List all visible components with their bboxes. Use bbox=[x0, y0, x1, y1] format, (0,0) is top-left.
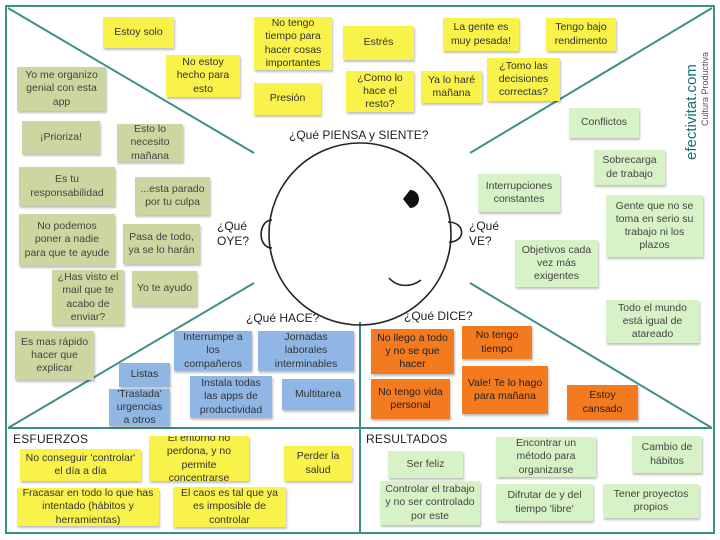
note-hace-2: Jornadas laborales interminables bbox=[258, 331, 354, 371]
note-oye-8: ¿Has visto el mail que te acabo de envia… bbox=[52, 270, 124, 325]
note-oye-9: Yo te ayudo bbox=[132, 271, 197, 306]
label-resultados: RESULTADOS bbox=[366, 432, 448, 446]
note-dice-2: No tengo tiempo bbox=[462, 326, 532, 359]
note-esfuerzo-2: El entorno no perdona, y no permite conc… bbox=[149, 436, 249, 481]
note-dice-5: Estoy cansado bbox=[567, 385, 638, 420]
note-ve-6: Todo el mundo está igual de atareado bbox=[606, 300, 699, 343]
note-oye-3: Esto lo necesito mañana bbox=[117, 124, 183, 162]
note-piensa-2: No tengo tiempo para hacer cosas importa… bbox=[254, 17, 332, 70]
note-oye-1: Yo me organizo genial con esta app bbox=[17, 67, 106, 111]
note-oye-2: ¡Prioriza! bbox=[22, 121, 100, 154]
brand-logo: efectivitat.com Cultura Productiva bbox=[683, 52, 710, 160]
note-esfuerzo-5: El caos es tal que ya es imposible de co… bbox=[173, 487, 286, 527]
note-piensa-8: ¿Como lo hace el resto? bbox=[346, 71, 414, 112]
label-dice: ¿Qué DICE? bbox=[404, 309, 473, 323]
left-ear bbox=[260, 219, 273, 249]
note-piensa-4: La gente es muy pesada! bbox=[443, 18, 519, 51]
note-resultado-3: Cambio de hábitos bbox=[632, 436, 702, 473]
note-oye-10: Es mas rápido hacer que explicar bbox=[15, 331, 94, 380]
note-hace-4: Instala todas las apps de productividad bbox=[190, 376, 272, 418]
mouth bbox=[388, 277, 422, 287]
note-resultado-1: Ser feliz bbox=[388, 451, 463, 478]
eye bbox=[403, 190, 419, 208]
note-dice-1: No llego a todo y no se que hacer bbox=[371, 329, 454, 374]
note-piensa-9: Ya lo haré mañana bbox=[421, 71, 482, 103]
divider-bottom-left bbox=[7, 282, 255, 429]
note-piensa-5: Tengo bajo rendimento bbox=[546, 18, 616, 51]
note-hace-5: Multitarea bbox=[282, 379, 354, 410]
divider-bottom-right bbox=[469, 282, 713, 429]
label-oye-w: OYE? bbox=[217, 234, 250, 248]
note-esfuerzo-3: Perder la salud bbox=[284, 446, 352, 481]
note-oye-7: Pasa de todo, ya se lo harán bbox=[123, 224, 200, 264]
label-ve-w: VE? bbox=[469, 234, 492, 248]
note-piensa-6: No estoy hecho para esto bbox=[166, 55, 240, 97]
note-esfuerzo-1: No conseguir 'controlar' el día a día bbox=[20, 449, 141, 481]
note-ve-5: Objetivos cada vez más exigentes bbox=[515, 240, 598, 287]
note-piensa-3: Estrés bbox=[343, 26, 414, 60]
note-dice-3: No tengo vida personal bbox=[371, 379, 450, 419]
note-hace-6: 'Traslada' urgencias a otros bbox=[109, 389, 170, 426]
note-ve-2: Sobrecarga de trabajo bbox=[594, 150, 665, 185]
note-ve-4: Gente que no se toma en serio su trabajo… bbox=[606, 195, 703, 257]
note-oye-4: Es tu responsabilidad bbox=[19, 167, 115, 206]
label-esfuerzos: ESFUERZOS bbox=[13, 432, 89, 446]
right-ear bbox=[447, 221, 463, 243]
head-circle bbox=[268, 142, 452, 326]
note-resultado-4: Controlar el trabajo y no ser controlado… bbox=[380, 481, 480, 525]
label-oye-q: ¿Qué bbox=[217, 219, 248, 233]
note-oye-5: ...esta parado por tu culpa bbox=[135, 177, 210, 215]
note-hace-1: Interrumpe a los compañeros bbox=[174, 331, 252, 371]
note-resultado-6: Tener proyectos propios bbox=[603, 484, 699, 518]
label-piensa: ¿Qué PIENSA y SIENTE? bbox=[289, 128, 429, 142]
head-drawing bbox=[260, 142, 463, 326]
label-ve-q: ¿Qué bbox=[469, 219, 500, 233]
note-piensa-7: Presión bbox=[254, 83, 321, 115]
note-dice-4: Vale! Te lo hago para mañana bbox=[462, 366, 548, 414]
brand-tagline: Cultura Productiva bbox=[700, 52, 710, 126]
note-piensa-1: Estoy solo bbox=[103, 17, 174, 48]
brand-domain: efectivitat.com bbox=[683, 64, 700, 160]
label-hace: ¿Qué HACE? bbox=[246, 311, 320, 325]
note-piensa-10: ¿Tomo las decisiones correctas? bbox=[487, 58, 560, 101]
note-esfuerzo-4: Fracasar en todo lo que has intentado (h… bbox=[17, 488, 159, 526]
note-resultado-5: Difrutar de y del tiempo 'libre' bbox=[496, 484, 593, 521]
divider-top-left bbox=[7, 7, 255, 154]
note-oye-6: No podemos poner a nadie para que te ayu… bbox=[19, 214, 115, 266]
note-resultado-2: Encontrar un método para organizarse bbox=[496, 437, 596, 477]
note-ve-3: Interrupciones constantes bbox=[478, 174, 560, 212]
note-hace-3: Listas bbox=[119, 363, 170, 387]
divider-top-right bbox=[469, 7, 713, 154]
note-ve-1: Conflictos bbox=[569, 108, 639, 138]
